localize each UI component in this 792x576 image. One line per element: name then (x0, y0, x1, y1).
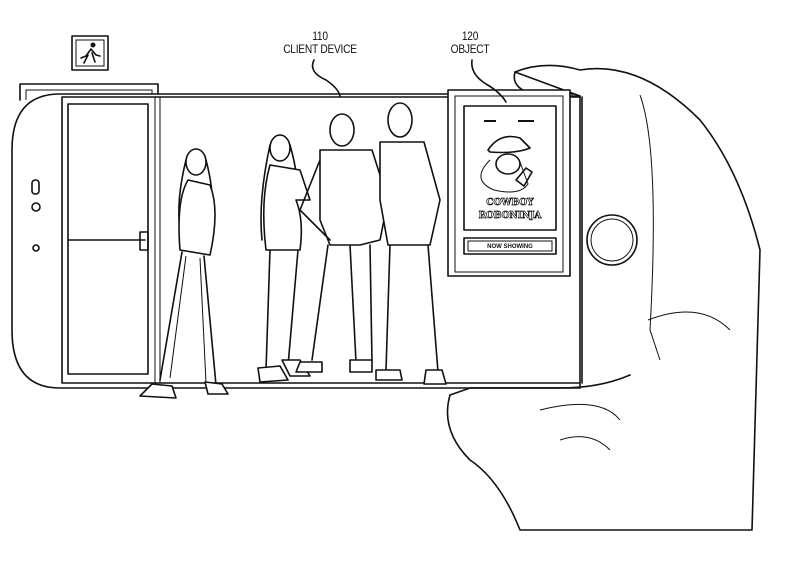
poster-title-line1: COWBOY (486, 198, 534, 208)
sensor-icon (32, 244, 40, 252)
label-object: 120 OBJECT (445, 30, 496, 56)
label-110-text: CLIENT DEVICE (283, 42, 357, 56)
poster-title-line2: ROBONINJA (479, 211, 543, 221)
label-client-device: 110 CLIENT DEVICE (278, 30, 363, 56)
people (139, 102, 447, 399)
home-button-ring (586, 214, 638, 266)
poster-banner: NOW SHOWING (487, 244, 533, 250)
speaker-icon (31, 179, 40, 195)
exit-sign-icon (71, 35, 109, 71)
door-on-screen (61, 96, 161, 384)
label-120-text: OBJECT (450, 42, 490, 56)
label-120-ref: 120 (461, 29, 479, 43)
leader-line-120 (470, 59, 507, 103)
camera-icon (31, 202, 41, 212)
leader-line-110 (311, 59, 341, 97)
label-110-ref: 110 (312, 29, 328, 43)
object-poster: COWBOY ROBONINJA NOW SHOWING (447, 89, 571, 277)
hand (446, 64, 761, 531)
